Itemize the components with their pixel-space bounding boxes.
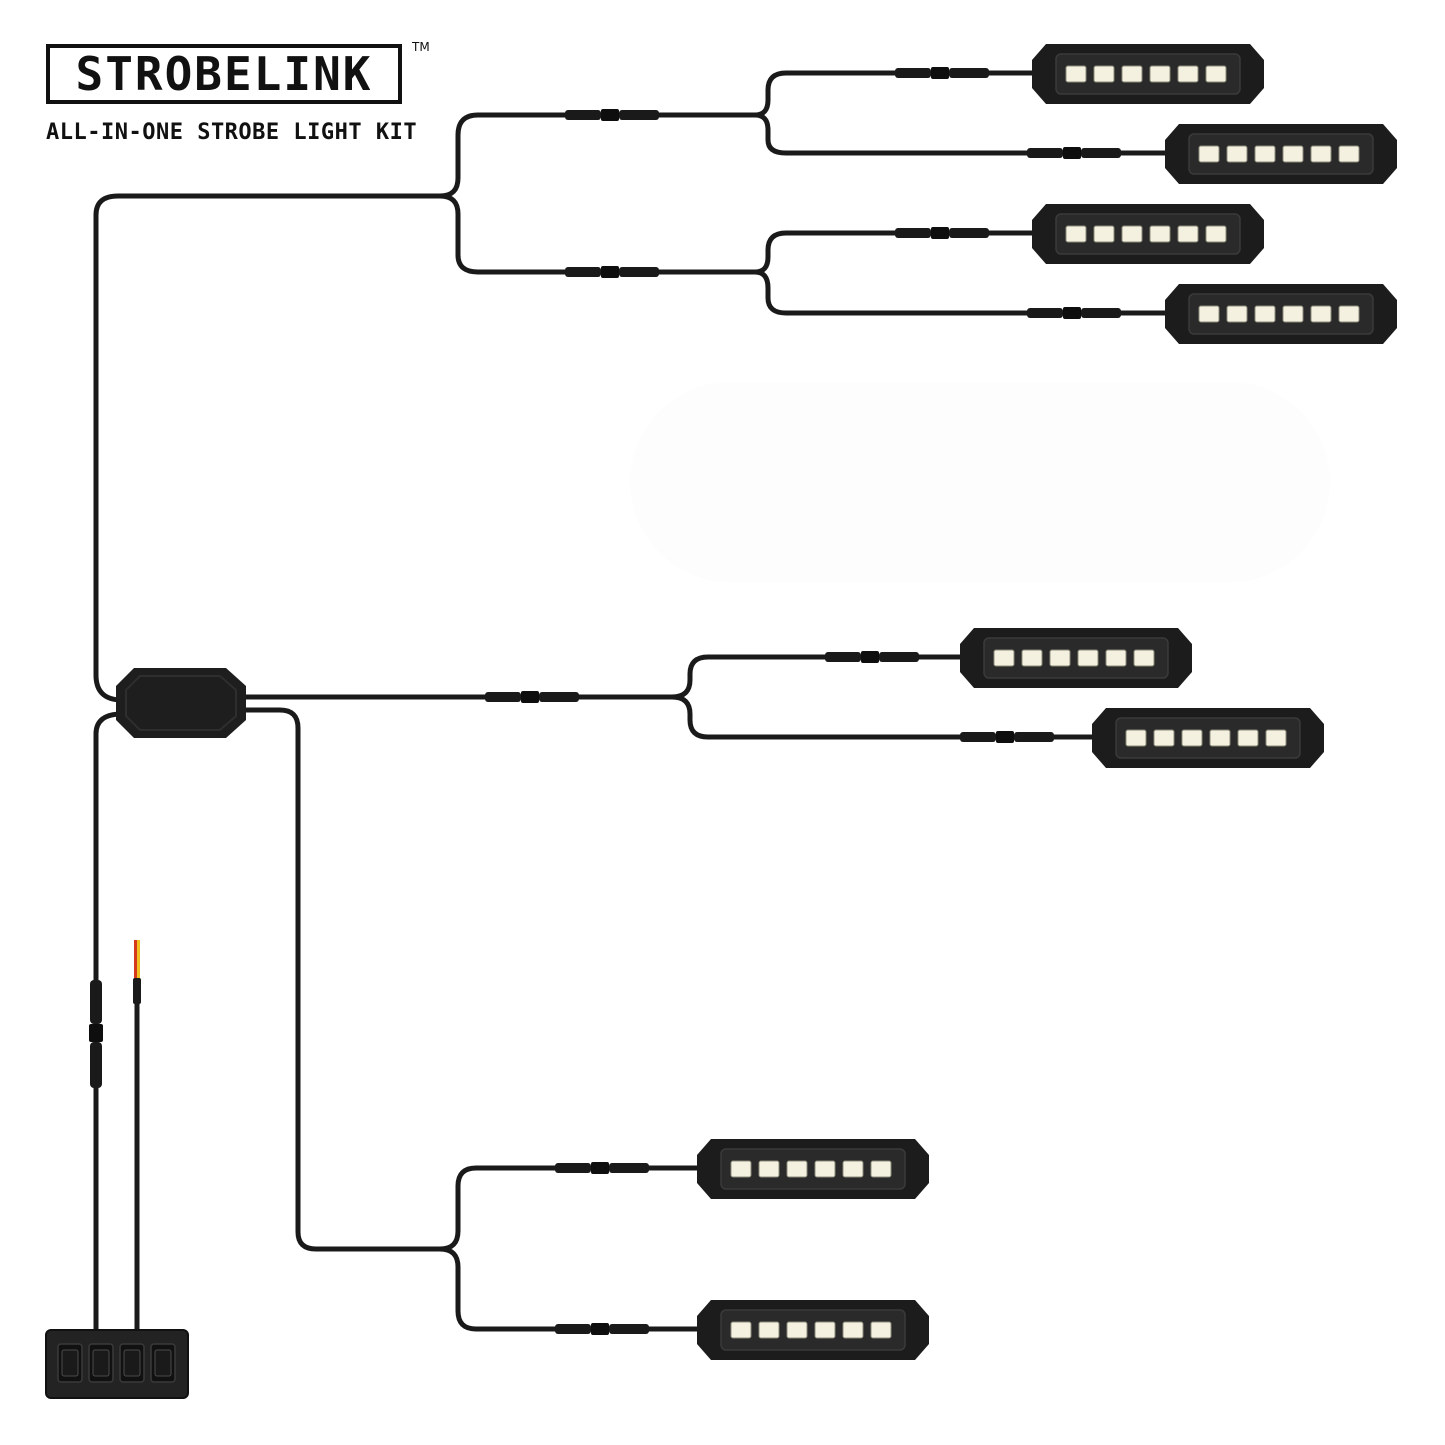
inline-connector <box>960 731 1054 743</box>
led-chip <box>1153 729 1175 747</box>
led-chip <box>1105 649 1127 667</box>
led-chip <box>1282 145 1304 163</box>
strobe-light-pod <box>697 1139 929 1199</box>
led-chip <box>786 1160 808 1178</box>
led-chip <box>1049 649 1071 667</box>
strobe-light-pod <box>1092 708 1324 768</box>
power-lead-tips <box>133 940 141 1004</box>
rocker-switch[interactable] <box>150 1343 176 1383</box>
inline-connector <box>565 266 659 278</box>
led-chip <box>758 1160 780 1178</box>
middle-output-wire <box>237 654 963 700</box>
led-chip <box>1338 305 1360 323</box>
led-chip <box>1226 305 1248 323</box>
trademark-mark: TM <box>412 40 430 54</box>
led-chip <box>1310 305 1332 323</box>
led-chip <box>1149 65 1171 83</box>
brand-logo-box: STROBELINK <box>46 44 402 104</box>
led-chip <box>1065 225 1087 243</box>
led-chip <box>1254 145 1276 163</box>
led-chip <box>1177 65 1199 83</box>
led-chip <box>1338 145 1360 163</box>
led-chip <box>1198 145 1220 163</box>
switch-panel <box>45 1329 189 1399</box>
led-chip <box>842 1160 864 1178</box>
rocker-switch[interactable] <box>57 1343 83 1383</box>
inline-connector <box>555 1162 649 1174</box>
led-chip <box>1181 729 1203 747</box>
led-chip <box>1205 225 1227 243</box>
inline-connector <box>89 980 103 1088</box>
led-chip <box>1133 649 1155 667</box>
led-chip <box>1310 145 1332 163</box>
led-chip <box>1093 225 1115 243</box>
led-chip <box>1237 729 1259 747</box>
led-chip <box>870 1321 892 1339</box>
led-chip <box>1021 649 1043 667</box>
strobe-light-pod <box>1032 44 1264 104</box>
led-chip <box>870 1160 892 1178</box>
strobe-light-pod <box>697 1300 929 1360</box>
product-tagline: ALL-IN-ONE STROBE LIGHT KIT <box>46 120 418 145</box>
led-chip <box>730 1321 752 1339</box>
inline-connector <box>1027 147 1121 159</box>
inline-connector <box>485 691 579 703</box>
rocker-switch[interactable] <box>119 1343 145 1383</box>
led-chip <box>1282 305 1304 323</box>
led-chip <box>1226 145 1248 163</box>
branch-wire-pod-8 <box>437 1246 700 1332</box>
branch-wire-pod-2 <box>752 112 1168 156</box>
led-chip <box>993 649 1015 667</box>
main-trunk-wire <box>93 70 1035 703</box>
inline-connector <box>895 67 989 79</box>
inline-connector <box>825 651 919 663</box>
led-chip <box>1149 225 1171 243</box>
led-chip <box>842 1321 864 1339</box>
rocker-switch[interactable] <box>88 1343 114 1383</box>
lower-output-wire <box>237 707 700 1252</box>
strobe-light-pod <box>1165 284 1397 344</box>
branch-wire-pod-6 <box>669 694 1095 740</box>
led-chip <box>814 1160 836 1178</box>
led-chip <box>758 1321 780 1339</box>
led-chip <box>1065 65 1087 83</box>
led-chip <box>1077 649 1099 667</box>
inline-connector <box>1027 307 1121 319</box>
led-chip <box>1205 65 1227 83</box>
led-chip <box>786 1321 808 1339</box>
led-chip <box>1198 305 1220 323</box>
led-chip <box>730 1160 752 1178</box>
led-chip <box>814 1321 836 1339</box>
inline-connector <box>555 1323 649 1335</box>
led-chip <box>1093 65 1115 83</box>
led-chip <box>1121 65 1143 83</box>
led-chip <box>1125 729 1147 747</box>
led-chip <box>1265 729 1287 747</box>
inline-connector <box>565 109 659 121</box>
inline-connector <box>895 227 989 239</box>
led-chip <box>1254 305 1276 323</box>
strobe-light-pod <box>960 628 1192 688</box>
brand-name: STROBELINK <box>75 47 373 101</box>
strobe-light-pod <box>1165 124 1397 184</box>
strobe-light-pod <box>1032 204 1264 264</box>
strobe-controller-module <box>116 668 246 738</box>
led-chip <box>1121 225 1143 243</box>
branch-wire-pod-4 <box>752 269 1168 316</box>
background-panel <box>630 382 1330 582</box>
led-chip <box>1177 225 1199 243</box>
led-chip <box>1209 729 1231 747</box>
